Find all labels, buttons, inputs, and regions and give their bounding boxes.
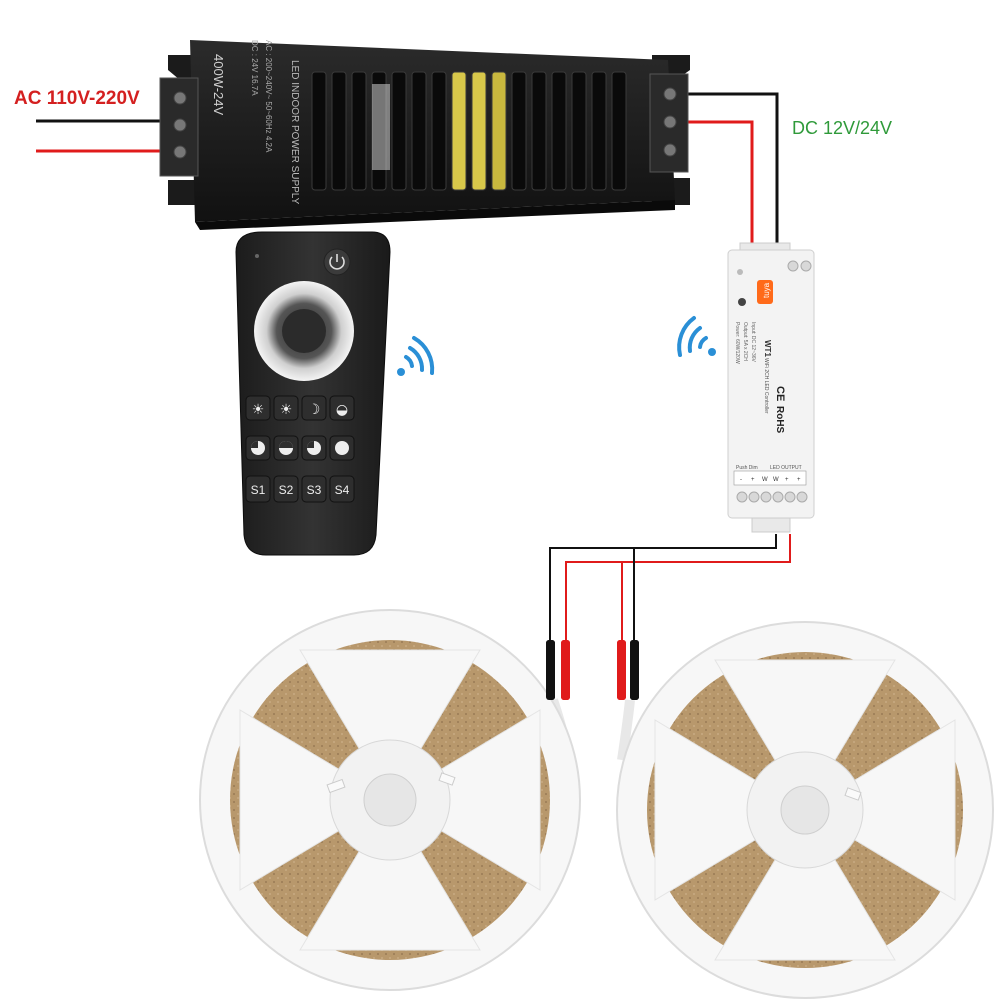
night-mode-icon: ☽ xyxy=(308,402,321,418)
out-red-wire xyxy=(566,534,790,640)
rohs-mark: RoHS xyxy=(774,406,785,434)
brightness-down-icon: ☀ xyxy=(252,402,265,418)
controller-spec-1: Input: DC 12~36V xyxy=(750,322,756,363)
psu-model: 400W-24V xyxy=(211,54,226,116)
terminal-3: W xyxy=(762,477,768,483)
wifi-signal-icon xyxy=(397,338,432,376)
controller-model: WT1 xyxy=(763,340,772,357)
terminal-5: + xyxy=(785,477,789,483)
brightness-up-icon: ☀ xyxy=(280,402,293,418)
ce-mark: CE xyxy=(774,386,786,401)
power-supply: 400W-24V AC : 200~240V~ 50~60Hz 4.2A DC … xyxy=(160,40,690,230)
controller-spec-3: Power: 60W/120W xyxy=(734,322,740,364)
psu-rating-ac: AC : 200~240V~ 50~60Hz 4.2A xyxy=(264,40,273,153)
touch-dial[interactable] xyxy=(254,281,354,381)
terminal-1: - xyxy=(740,477,742,483)
wifi-controller: tuya WT1 WiFi 2CH LED Controller Input: … xyxy=(728,243,814,532)
terminal-4: W xyxy=(773,477,779,483)
remote-control: ☀ ☀ ☽ ◒ xyxy=(236,232,390,555)
led-strip-reel-2 xyxy=(617,622,993,998)
tuya-brand: tuya xyxy=(762,282,771,298)
controller-spec-2: Output: 5A x 2CH xyxy=(742,322,748,361)
psu-title-label: LED INDOOR POWER SUPPLY xyxy=(289,60,300,205)
psu-rating-dc: DC : 24V 16.7A xyxy=(250,40,259,96)
cct-half-icon xyxy=(279,441,293,455)
led-output-label: LED OUTPUT xyxy=(770,465,802,471)
dc-black-wire xyxy=(688,94,777,243)
terminal-2: + xyxy=(751,477,755,483)
psu-title: LED INDOOR POWER SUPPLY xyxy=(289,60,300,205)
scene-2-label: S2 xyxy=(279,483,294,497)
terminal-6: + xyxy=(797,477,801,483)
power-button[interactable] xyxy=(324,249,350,275)
strip-leads-front xyxy=(546,640,639,700)
dc-red-wire xyxy=(688,122,752,243)
cct-three-quarter-icon xyxy=(307,441,321,455)
cct-full-icon xyxy=(335,441,349,455)
scene-4-label: S4 xyxy=(335,483,350,497)
push-dim-label: Push Dim xyxy=(736,465,758,471)
dc-output-label: DC 12V/24V xyxy=(792,118,892,139)
cct-quarter-icon xyxy=(251,441,265,455)
wifi-signal-icon-controller xyxy=(679,318,716,356)
controller-subtitle: WiFi 2CH LED Controller xyxy=(763,358,769,414)
scene-1-label: S1 xyxy=(251,483,266,497)
scene-3-label: S3 xyxy=(307,483,322,497)
led-strip-reel-1 xyxy=(200,610,580,990)
timer-icon: ◒ xyxy=(336,402,348,418)
out-black-wire xyxy=(550,534,776,640)
ac-input-label: AC 110V-220V xyxy=(14,88,140,110)
